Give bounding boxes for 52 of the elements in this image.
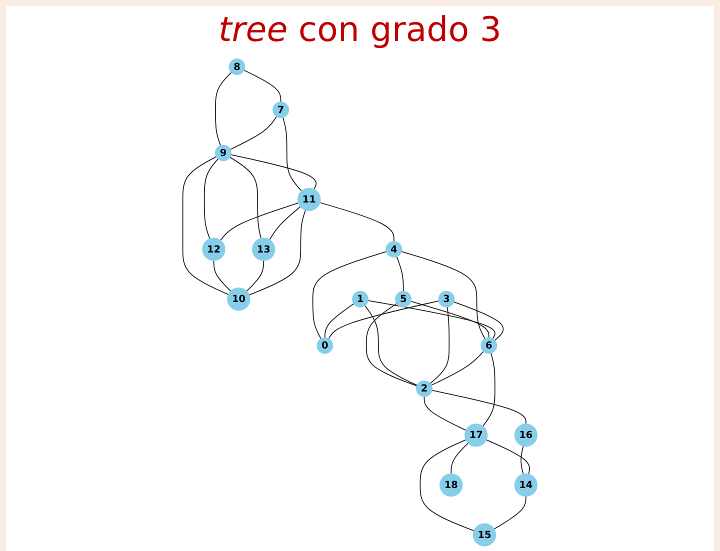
node-circle: 15	[472, 523, 496, 546]
connector	[229, 156, 262, 239]
connector	[248, 210, 306, 296]
connector	[213, 260, 232, 292]
connector	[453, 301, 504, 341]
connector	[215, 72, 232, 146]
connector	[432, 390, 526, 424]
connector	[312, 251, 387, 340]
node-circle: 1	[352, 290, 368, 308]
connector	[246, 260, 264, 292]
connector	[494, 496, 526, 530]
node-circle: 2	[416, 380, 432, 397]
node-circle: 18	[440, 473, 463, 497]
node-circle: 12	[202, 238, 226, 261]
connector	[396, 256, 404, 292]
node-circle: 9	[215, 144, 232, 162]
connector	[368, 300, 496, 340]
connector	[410, 300, 490, 338]
node-circle: 13	[252, 238, 276, 261]
connector	[244, 70, 282, 102]
connector	[430, 350, 484, 386]
title: tree con grado 3	[218, 10, 502, 50]
connector	[182, 156, 229, 295]
node-circle: 7	[272, 102, 290, 118]
connector	[328, 300, 440, 340]
connector	[220, 202, 299, 241]
connector	[520, 446, 524, 474]
connector	[430, 306, 450, 384]
connector	[282, 117, 302, 192]
node-circle: 5	[395, 290, 412, 308]
node-circle: 14	[514, 473, 538, 497]
node-circle: 0	[316, 337, 334, 354]
connector	[424, 396, 466, 431]
connector	[324, 303, 354, 338]
node-circle: 8	[228, 58, 246, 75]
connector	[486, 439, 530, 474]
connector	[269, 206, 301, 240]
connector	[401, 251, 486, 340]
connector	[204, 158, 218, 240]
connector	[230, 154, 317, 190]
connector	[420, 439, 474, 532]
node-circle: 16	[514, 424, 538, 447]
connector	[482, 352, 496, 427]
connector	[319, 202, 394, 242]
node-circle: 17	[464, 424, 488, 447]
connector	[450, 442, 469, 474]
node-circle: 6	[480, 337, 498, 354]
node-circle: 11	[298, 188, 321, 212]
connector	[230, 116, 277, 150]
node-circle: 4	[386, 241, 402, 258]
node-circle: 3	[438, 290, 455, 308]
node-circle: 10	[227, 288, 250, 311]
